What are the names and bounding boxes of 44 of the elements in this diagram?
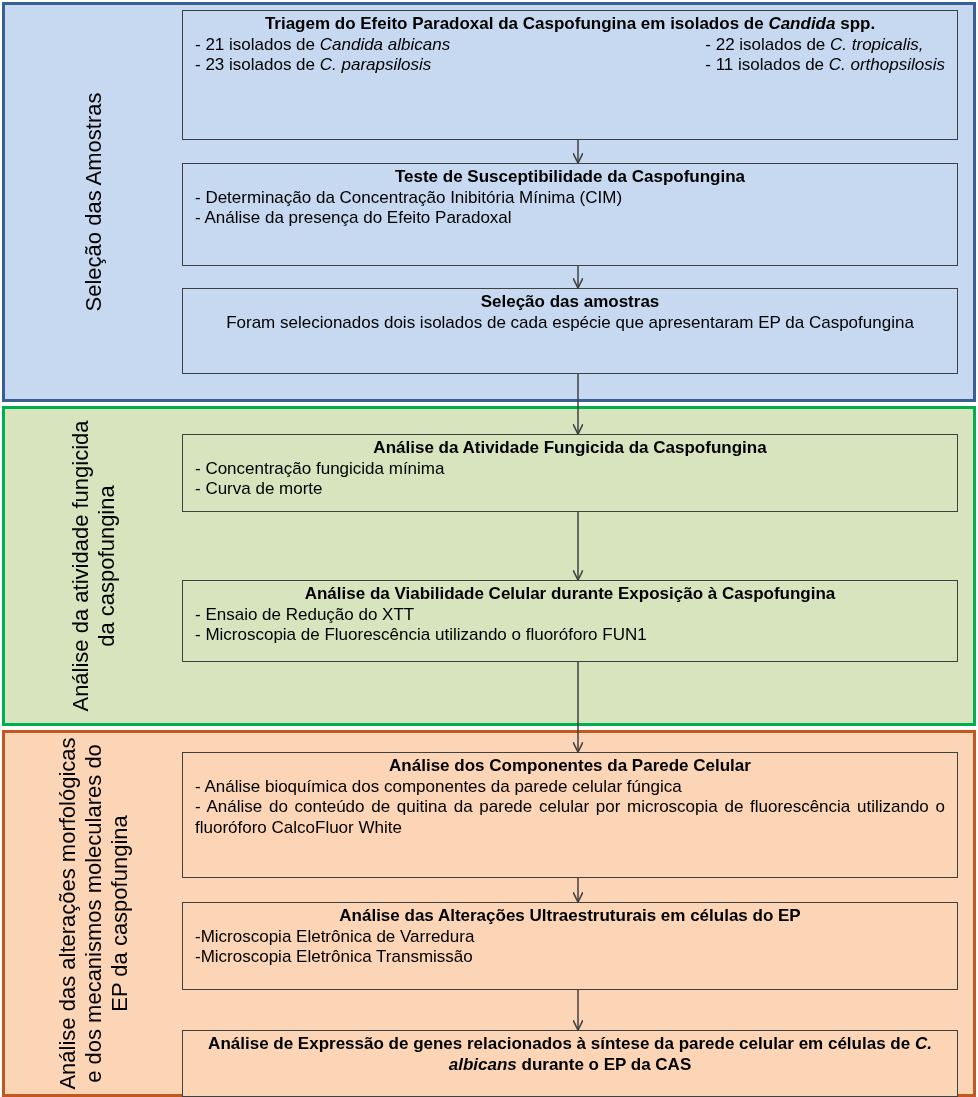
list-item: Foram selecionados dois isolados de cada espécie que apresentaram EP da Caspofungina [225, 312, 915, 334]
process-box [182, 1030, 958, 1097]
process-box [182, 10, 958, 140]
section-band [2, 2, 976, 402]
list-item: - Microscopia de Fluorescência utilizando o fluoróforo FUN1 [195, 625, 648, 647]
list-item: - Determinação da Concentração Inibitória Mínima (CIM) [195, 187, 624, 209]
box-heading: Teste de Susceptibilidade da Caspofungina [393, 167, 747, 188]
section-title: Análise da atividade fungicida da caspofungina [68, 419, 120, 714]
process-box [182, 288, 958, 374]
arrow [571, 265, 585, 289]
box-heading: Seleção das amostras [479, 292, 661, 313]
arrow [571, 139, 585, 164]
arrow [571, 511, 585, 581]
box-heading: Análise da Viabilidade Celular durante Exposição à Caspofungina [303, 584, 837, 605]
list-item: - Curva de morte [195, 479, 324, 501]
box-heading: Análise dos Componentes da Parede Celular [388, 756, 752, 777]
arrow [571, 989, 585, 1031]
section-title: Seleção das Amostras [81, 92, 107, 312]
process-box [182, 752, 958, 878]
arrow [571, 373, 585, 435]
list-item: - Concentração fungicida mínima [195, 458, 446, 480]
list-item: - Ensaio de Redução do XTT [195, 604, 416, 626]
process-box [182, 434, 958, 512]
list-item: -Microscopia Eletrônica de Varredura [195, 926, 476, 948]
process-box [182, 580, 958, 662]
process-box [182, 902, 958, 990]
box-heading: Triagem do Efeito Paradoxal da Caspofungina em isolados de Candida spp. [263, 14, 877, 35]
list-item: -Microscopia Eletrônica Transmissão [195, 947, 474, 969]
process-box [182, 163, 958, 266]
list-item: - 23 isolados de C. parapsilosis [195, 55, 433, 77]
list-item: - 21 isolados de Candida albicans [195, 34, 452, 56]
arrow [571, 661, 585, 753]
box-heading: Análise das Alterações Ultraestruturais em células do EP [338, 906, 802, 927]
section-band [2, 406, 976, 726]
list-item: - 11 isolados de C. orthopsilosis [705, 55, 945, 77]
list-item: - Análise do conteúdo de quitina da parede celular por microscopia de fluorescência utilizando o fluoróforo CalcoFluor White [195, 797, 945, 839]
arrow [571, 877, 585, 903]
box-heading: Análise de Expressão de genes relacionados à síntese da parede celular em células de C. albicans durante o EP da CAS [207, 1034, 933, 1076]
list-item: - Análise bioquímica dos componentes da parede celular fúngica [195, 776, 683, 798]
section-title: Análise das alterações morfológicas e dos mecanismos moleculares do EP da caspofungina [55, 736, 133, 1092]
section-band [2, 730, 976, 1097]
box-heading: Análise da Atividade Fungicida da Caspofungina [372, 438, 768, 459]
list-item: - 22 isolados de C. tropicalis, [705, 34, 925, 56]
list-item: - Análise da presença do Efeito Paradoxal [195, 208, 513, 230]
